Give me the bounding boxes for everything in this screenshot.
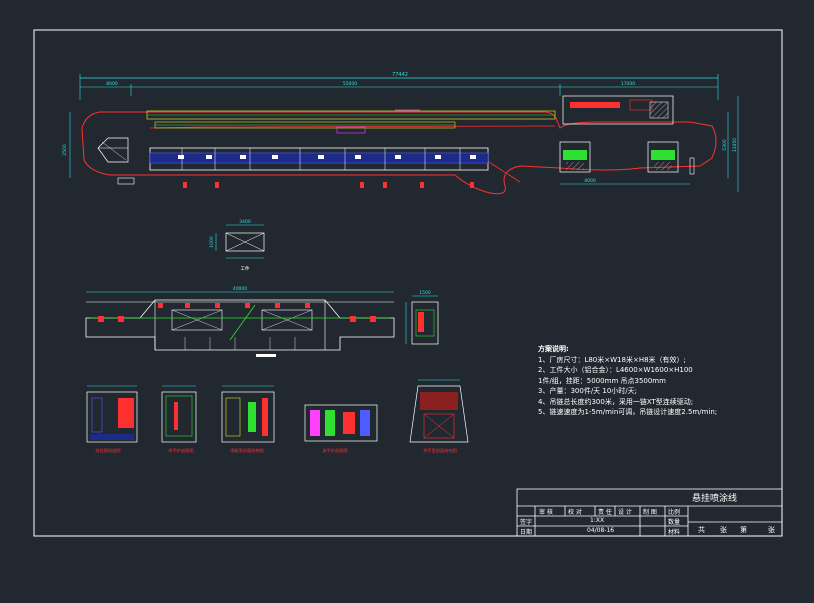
notes-title: 方案说明:	[538, 345, 569, 353]
elevation-view: 40000 1500	[85, 286, 439, 357]
sheet-total-label: 共	[698, 526, 705, 534]
notes-line-3: 1件/组，挂距：5000mm 吊点3500mm	[538, 376, 666, 385]
section-pretreatment	[86, 385, 138, 443]
sheet-number-label: 第	[740, 526, 747, 534]
row-label-date: 日期	[520, 529, 533, 536]
view-label-drying-oven: 烘干炉剖面图	[168, 447, 193, 454]
scheme-notes: 方案说明: 1、厂房尺寸：L80米×W18米×H8米（有效）; 2、工件大小（铝…	[538, 344, 717, 418]
notes-line-2: 2、工件大小（铝合金）：L4600×W1600×H100	[538, 366, 693, 374]
dim-right-height: 5300	[722, 139, 728, 151]
sheet-total-unit: 张	[720, 526, 727, 534]
header-proof: 校 对	[568, 509, 582, 516]
header-check: 审 核	[539, 509, 553, 516]
section-leveling-oven	[304, 404, 378, 442]
drawing-border	[33, 29, 783, 537]
notes-line-1: 1、厂房尺寸：L80米×W18米×H8米（有效）;	[538, 355, 686, 364]
workpiece-sketch: 3400 1000 工件	[209, 219, 265, 272]
qty-label: 数量	[668, 519, 681, 526]
header-design: 设 计	[618, 509, 632, 516]
header-responsible: 责 任	[598, 509, 612, 516]
dim-left-height: 2500	[62, 144, 68, 156]
view-label-leveling-oven: 流平炉剖面图	[322, 447, 347, 454]
header-drafting: 制 图	[643, 509, 657, 516]
date-value: 04/08-16	[587, 527, 615, 534]
material-label: 材料	[668, 529, 681, 536]
section-drying-oven	[161, 385, 197, 443]
notes-line-6: 5、链速速度为1-5m/min可调，吊链设计速度2.5m/min;	[538, 408, 718, 416]
dim-right-height-outer: 13450	[732, 138, 738, 152]
notes-line-4: 3、产量：300件/天 10小时/天;	[538, 387, 638, 395]
sketch-caption: 工件	[241, 265, 250, 272]
section-drying-chamber	[409, 379, 469, 443]
row-label-signature: 签字	[520, 519, 533, 526]
project-title: 悬挂喷涂线	[692, 494, 738, 504]
scale-value: 1:XX	[590, 517, 605, 524]
cross-sections: 前处理机组图 烘干炉剖面图 喷粉室剖面结构图 流平炉剖面图 烘干室剖面结构图	[86, 379, 469, 454]
title-block-grid	[516, 488, 783, 537]
view-label-powder-booth: 喷粉室剖面结构图	[230, 447, 264, 454]
dim-plan-total: 40000	[233, 286, 247, 292]
header-scale: 比例	[668, 509, 681, 516]
sheet-number-unit: 张	[768, 526, 775, 534]
dim-side-width: 1500	[419, 290, 431, 296]
dim-booth-width: 4000	[584, 178, 596, 184]
dim-main-span: 55000	[343, 81, 357, 87]
view-label-drying-chamber: 烘干室剖面结构图	[423, 447, 457, 454]
section-powder-booth	[221, 385, 275, 443]
dim-overall: 77442	[392, 72, 408, 78]
dim-left-span: 8000	[106, 81, 118, 87]
dim-right-span: 17000	[621, 81, 635, 87]
dim-section-width: 3400	[239, 219, 251, 225]
dim-section-height: 1000	[209, 236, 215, 248]
view-label-pretreatment: 前处理机组图	[95, 447, 120, 454]
plan-view: 77442 8000 55000 17000	[62, 72, 739, 195]
notes-line-5: 4、吊链总长度约300米，采用一链XT型连续驱动;	[538, 397, 694, 406]
